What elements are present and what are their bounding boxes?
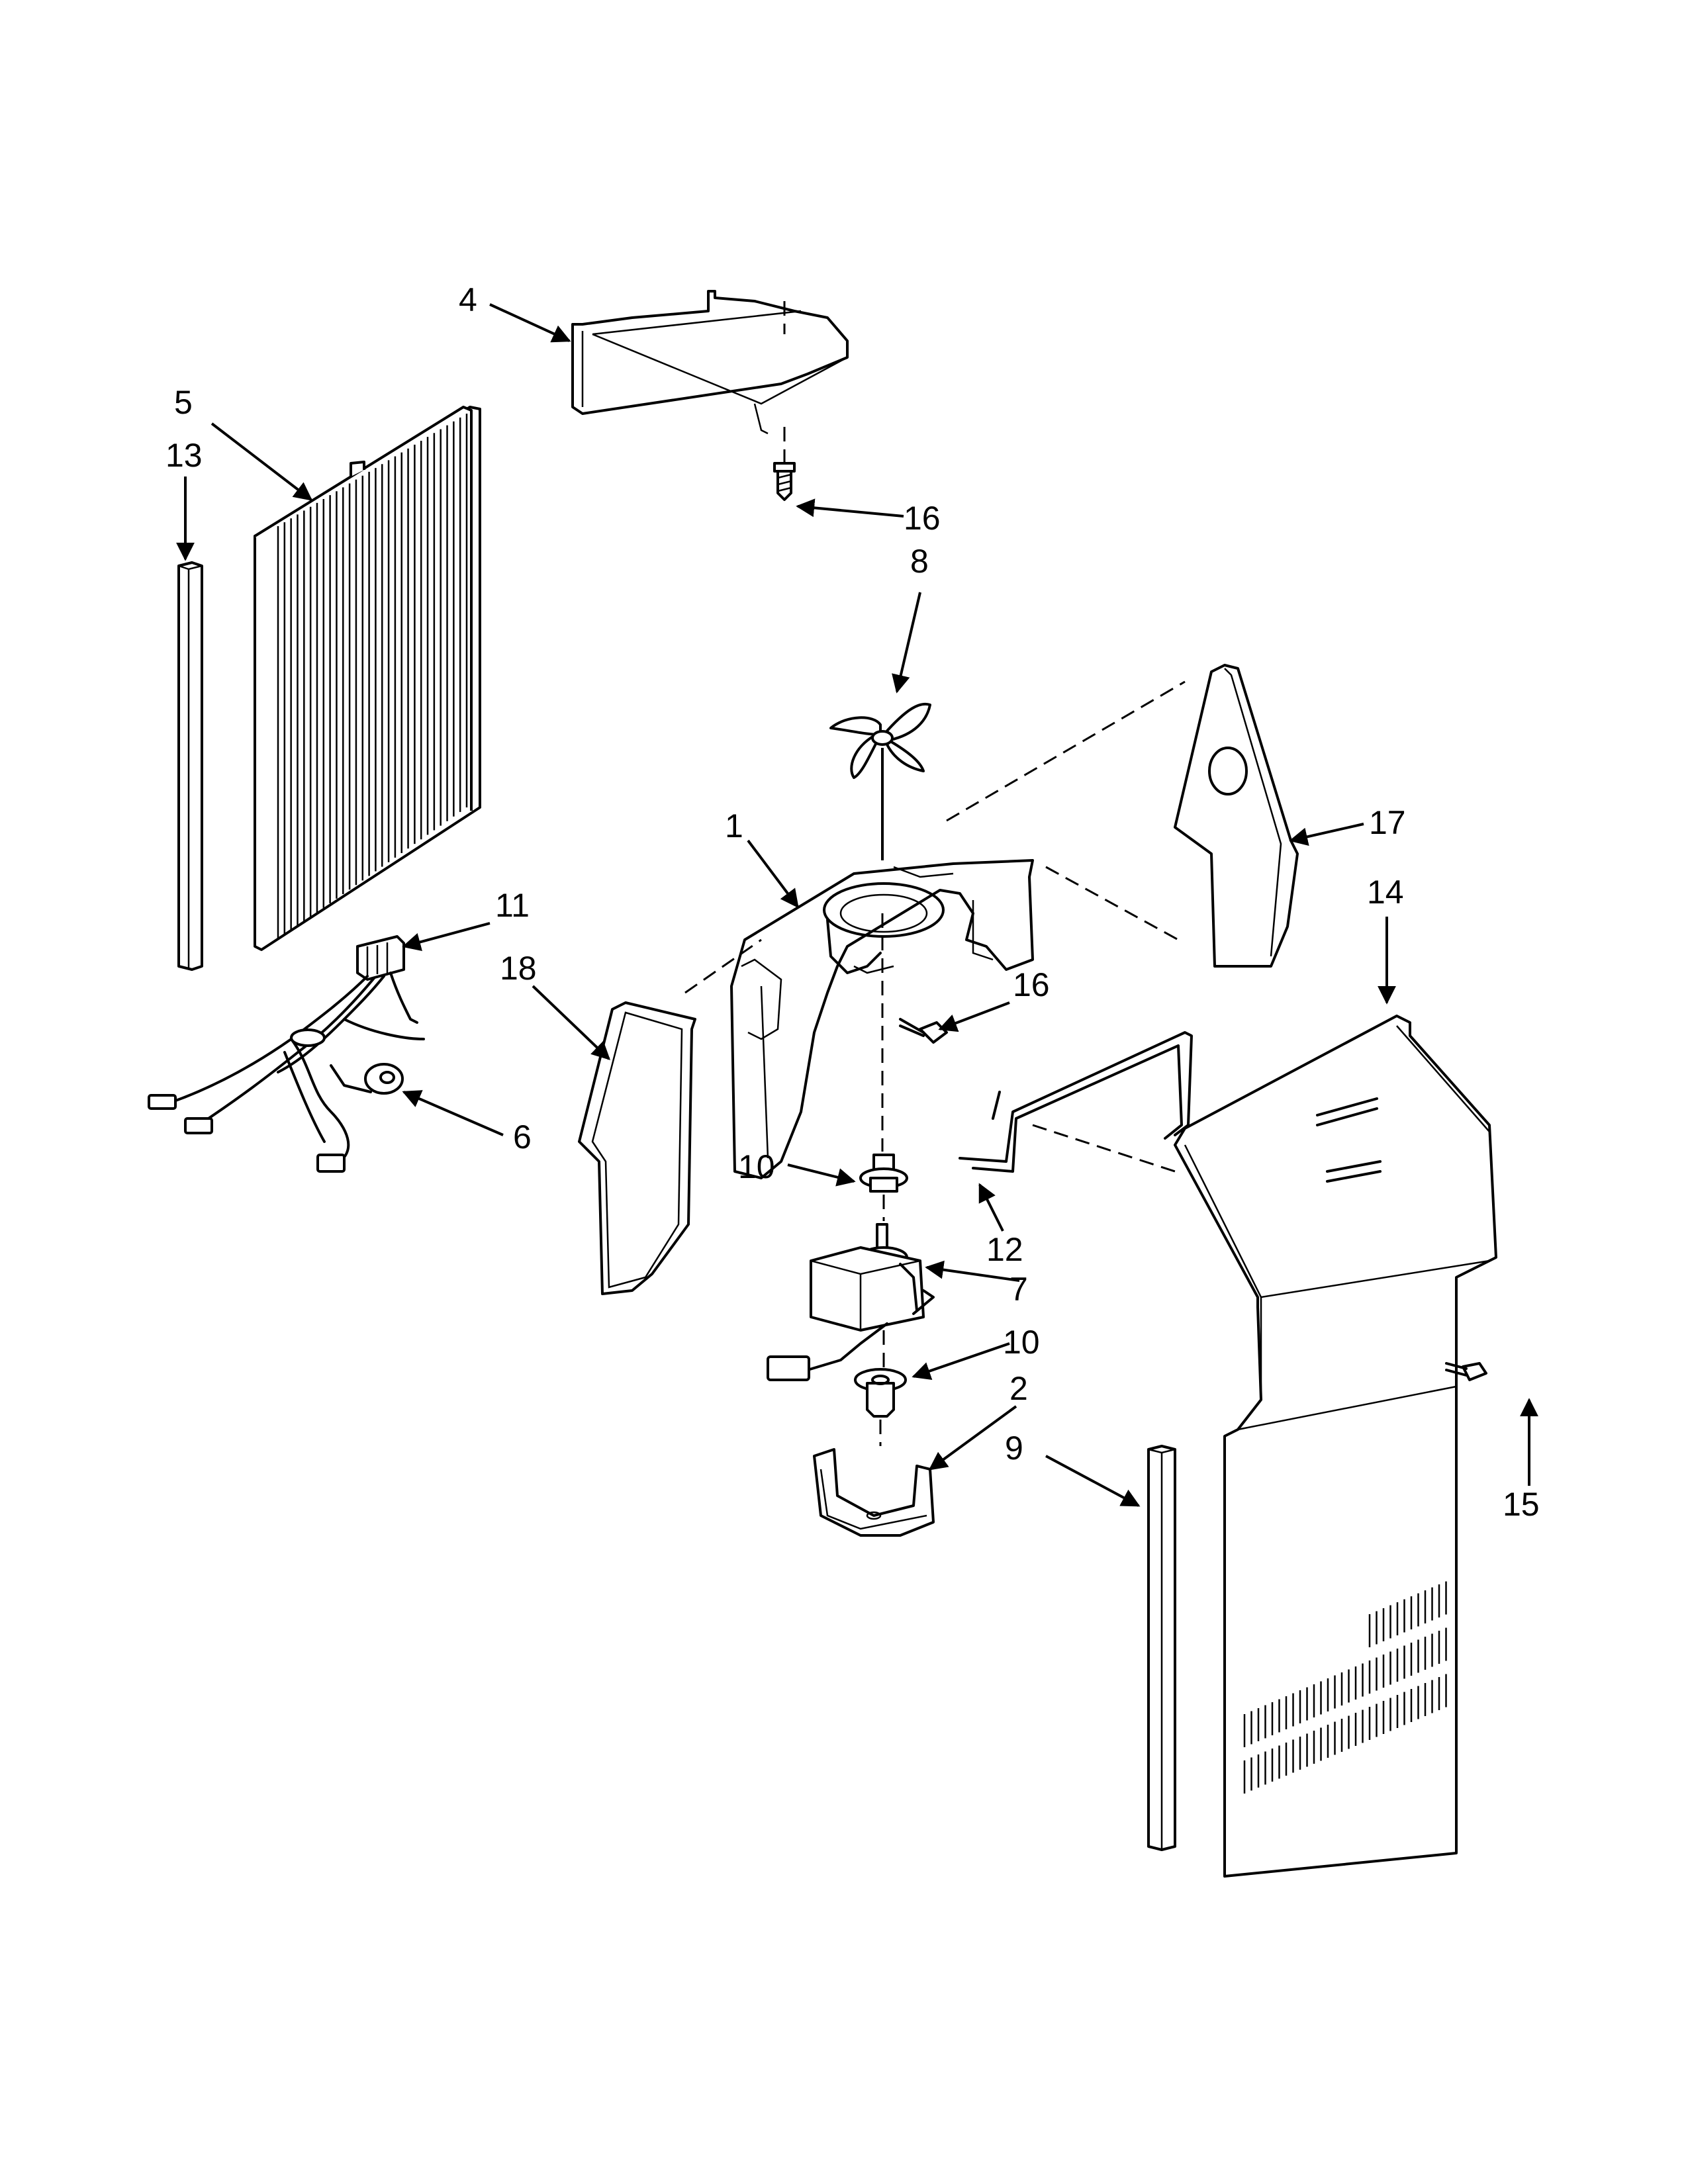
callout-labels: 4 5 13 16 8 1 17 14 11 18 16 6 10 12 7 1…	[165, 281, 1540, 1523]
part-16-screw-middle	[899, 1018, 948, 1044]
part-6-grommet	[364, 1063, 404, 1095]
part-9-foam-strip-right	[1147, 1445, 1176, 1851]
callout-15: 15	[1503, 1486, 1540, 1523]
callout-10-lower: 10	[1003, 1324, 1040, 1361]
part-11-wire-harness	[148, 935, 425, 1173]
part-7-fan-motor	[767, 1223, 935, 1381]
callout-16-top: 16	[904, 500, 941, 537]
part-1-fan-shroud	[730, 859, 1034, 1179]
part-17-insulation-right	[1174, 664, 1299, 968]
part-10-bushing-upper	[859, 1154, 908, 1193]
callout-4: 4	[459, 281, 477, 318]
callout-17: 17	[1369, 804, 1406, 841]
part-13-foam-strip-left	[177, 561, 203, 971]
evaporator-fins	[277, 414, 468, 940]
callout-5: 5	[174, 384, 193, 421]
callout-leaders	[176, 303, 1538, 1507]
callout-7: 7	[1009, 1271, 1028, 1308]
callout-8: 8	[910, 543, 929, 580]
callout-6: 6	[513, 1118, 532, 1156]
callout-13: 13	[165, 437, 203, 474]
part-14-rear-panel	[1174, 1015, 1497, 1878]
part-10-bushing-lower	[854, 1368, 907, 1418]
part-2-motor-bracket	[813, 1448, 935, 1537]
part-4-duct-cover	[571, 290, 849, 435]
callout-10-upper: 10	[738, 1148, 775, 1185]
callout-9: 9	[1005, 1430, 1023, 1467]
callout-18: 18	[500, 950, 537, 987]
part-8-fan-blade	[829, 702, 931, 779]
callout-14: 14	[1367, 874, 1404, 911]
callout-12: 12	[986, 1231, 1023, 1268]
part-5-evaporator-panel	[254, 406, 481, 951]
callout-11: 11	[495, 887, 530, 924]
callout-16-middle: 16	[1013, 966, 1050, 1003]
part-15-screw	[1445, 1362, 1487, 1381]
part-12-wire-support	[959, 1031, 1193, 1173]
callout-1: 1	[725, 807, 743, 844]
part-18-insulation-left	[578, 1001, 696, 1295]
rear-panel-vents	[1243, 1581, 1447, 1794]
callout-2: 2	[1009, 1370, 1028, 1407]
part-16-screw-top	[773, 462, 796, 501]
